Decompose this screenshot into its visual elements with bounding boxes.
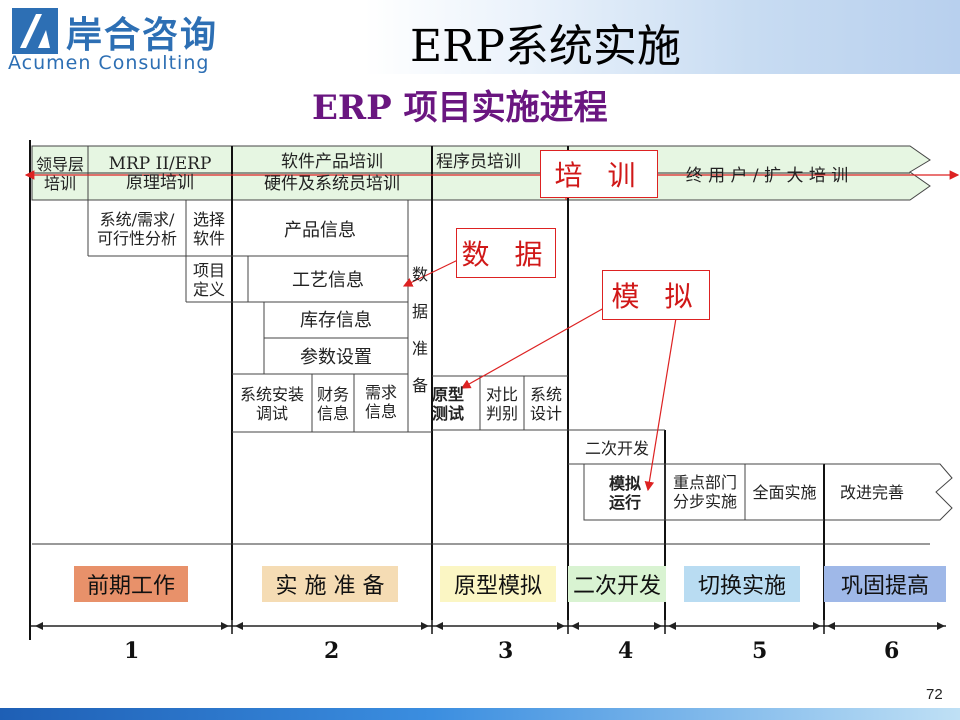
phase-label: 二次开发	[568, 566, 666, 602]
callout-training: 培 训	[540, 150, 658, 198]
phase-label: 前期工作	[74, 566, 188, 602]
diagram-subtitle: ERP 项目实施进程	[312, 88, 608, 128]
cell-key-dept: 重点部门分步实施	[672, 473, 737, 511]
phase-label: 巩固提高	[824, 566, 946, 602]
cell-programmer-training: 程序员培训	[436, 151, 521, 172]
phase-number: 2	[324, 638, 340, 664]
cell-inventory-info: 库存信息	[300, 309, 372, 331]
cell-simulate-run: 模拟运行	[608, 474, 641, 512]
logo-text-en: Acumen Consulting	[8, 52, 210, 74]
footer-band	[0, 708, 960, 720]
cell-compare: 对比判别	[485, 385, 518, 423]
cell-secondary-dev: 二次开发	[584, 438, 649, 458]
page-title: ERP系统实施	[410, 21, 681, 72]
cell-product-info: 产品信息	[284, 219, 356, 241]
phase-label: 切换实施	[684, 566, 800, 602]
cell-end-user-training: 终 用 户 / 扩 大 培 训	[685, 165, 849, 186]
callout-data: 数 据	[456, 228, 556, 278]
cell-feasibility: 系统/需求/可行性分析	[96, 210, 177, 248]
phase-number: 6	[884, 638, 900, 664]
header-band	[0, 0, 960, 74]
page-number: 72	[926, 686, 943, 703]
cell-install-debug: 系统安装调试	[239, 385, 304, 423]
phase-number: 1	[124, 638, 140, 664]
logo-text-cn: 岸合咨询	[66, 15, 219, 56]
cell-full-impl: 全面实施	[752, 482, 817, 502]
phase-number: 3	[498, 638, 514, 664]
phase-number: 5	[752, 638, 768, 664]
cell-data-prep: 数据准备	[411, 265, 428, 395]
cell-select-software: 选择软件	[192, 210, 225, 248]
logo-icon	[12, 8, 58, 54]
phase-label: 实 施 准 备	[262, 566, 398, 602]
callout-simulate: 模 拟	[602, 270, 710, 320]
cell-demand-info: 需求信息	[364, 383, 397, 421]
improve-band	[823, 463, 953, 521]
phase-label: 原型模拟	[440, 566, 556, 602]
cell-improve: 改进完善	[839, 482, 904, 502]
cell-finance-info: 财务信息	[316, 385, 349, 423]
cell-system-design: 系统设计	[529, 385, 562, 423]
phase-number: 4	[618, 638, 634, 664]
cell-process-info: 工艺信息	[292, 269, 364, 291]
cell-prototype-test: 原型测试	[432, 385, 465, 423]
cell-software-training: 软件产品培训硬件及系统员培训	[264, 152, 400, 194]
cell-project-define: 项目定义	[192, 261, 225, 299]
cell-param-setup: 参数设置	[300, 346, 372, 368]
cell-leader-training: 领导层培训	[35, 155, 84, 193]
